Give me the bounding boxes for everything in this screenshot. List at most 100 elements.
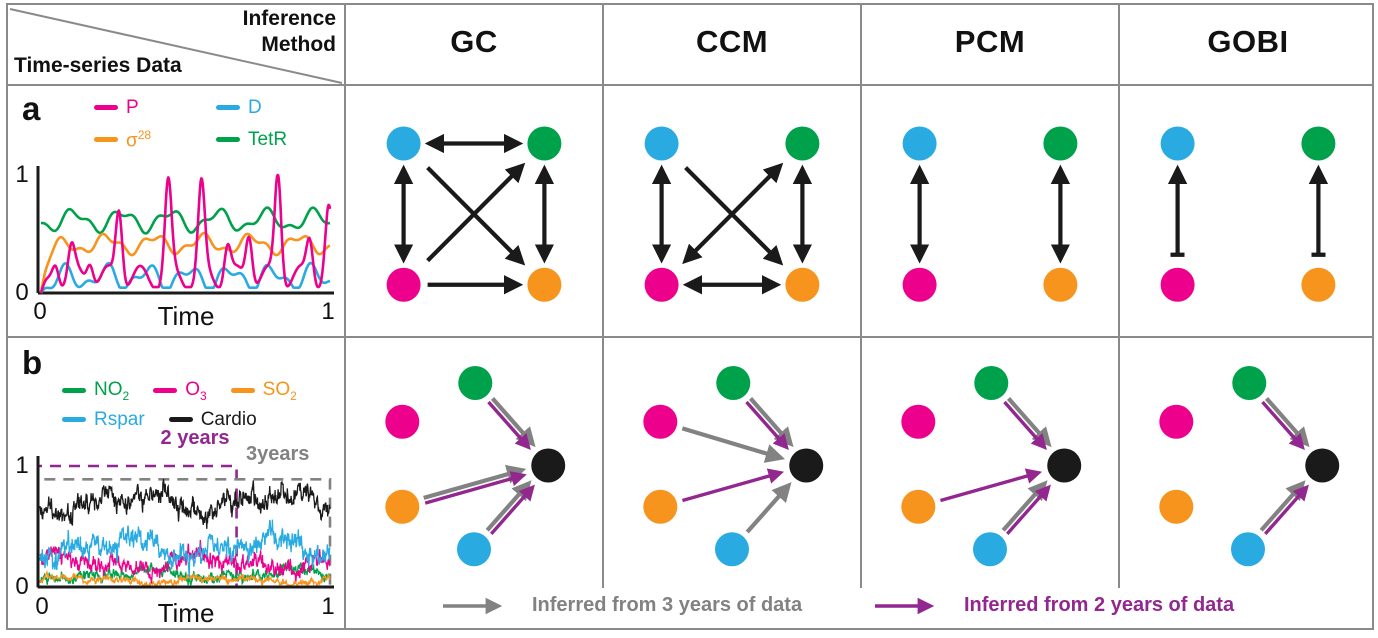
node-Cardio [531, 448, 566, 483]
series-green [40, 206, 331, 235]
legend-item-O: O3 [153, 379, 207, 403]
network-gobi-row-b [1159, 366, 1340, 567]
divider-horizontal-rows [6, 336, 1374, 338]
edge-D-s28 [684, 166, 784, 266]
node-s28 [1043, 267, 1078, 302]
node-D [1160, 126, 1195, 161]
legend-swatch-magenta [153, 388, 178, 394]
edge-Rspar-Cardio-purple [1264, 484, 1309, 535]
node-D [902, 126, 937, 161]
divider-vertical-2 [860, 3, 862, 588]
corner-label-time-series-data: Time-series Data [14, 54, 182, 77]
node-O3 [643, 404, 678, 439]
node-SO2 [1159, 489, 1194, 524]
footer-legend-2-years-label: Inferred from 2 years of data [964, 594, 1235, 616]
axis-label: 0 [15, 279, 28, 306]
legend-label: TetR [248, 129, 288, 151]
legend-label: P [126, 97, 139, 118]
edge-NO2-Cardio-gray [748, 397, 794, 448]
edge-NO2-Cardio-purple [487, 400, 531, 450]
axis-label: 0 [15, 573, 28, 600]
footer-legend-3-years: Inferred from 3 years of data [440, 594, 802, 617]
legend-item-TetR: TetR [216, 129, 287, 150]
footer-legend-3-years-label: Inferred from 3 years of data [532, 594, 803, 616]
window-three_years [36, 478, 332, 589]
node-Cardio [1305, 448, 1340, 483]
node-NO2 [974, 366, 1009, 400]
footer-legend-2-years: Inferred from 2 years of data [872, 594, 1234, 617]
edge-NO2-Cardio-gray [1006, 397, 1052, 448]
legend-item-SO: SO2 [230, 379, 297, 403]
axis-label: 1 [15, 161, 28, 188]
axis-label: Time [158, 598, 215, 628]
node-Rspar [973, 532, 1007, 567]
legend-item-Rspar: Rspar [62, 410, 145, 429]
purple-arrow-icon [875, 597, 935, 614]
legend-label: Rspar [94, 409, 145, 430]
method-header-pcm: PCM [954, 24, 1026, 59]
series-blue [39, 261, 331, 294]
edge-Rspar-Cardio-gray [485, 480, 532, 532]
node-TetR [1043, 126, 1078, 161]
divider-horizontal-header [6, 84, 1374, 86]
node-NO2 [1232, 366, 1267, 400]
edge-Rspar-Cardio-purple [1006, 484, 1051, 535]
node-D [386, 126, 421, 161]
legend-swatch-blue [62, 417, 86, 422]
edge-Rspar-Cardio-gray [1259, 480, 1306, 532]
series-magenta [39, 173, 332, 294]
legend-swatch-blue [216, 105, 240, 110]
edge-Rspar-Cardio-purple [490, 484, 535, 535]
node-SO2 [385, 489, 420, 524]
edge-NO2-Cardio-purple [1003, 400, 1047, 450]
axis-label: 1 [321, 593, 334, 620]
edge-NO2-Cardio-purple [745, 400, 789, 450]
method-header-gobi: GOBI [1207, 24, 1289, 59]
edge-SO2-Cardio-purple [681, 468, 785, 503]
legend-item-D: D [216, 98, 287, 117]
node-Rspar [715, 532, 749, 567]
series-black [39, 478, 331, 529]
node-s28 [785, 267, 820, 302]
divider-vertical-3 [1118, 3, 1120, 588]
legend-swatch-black [168, 417, 193, 422]
axis-label: 0 [33, 298, 46, 325]
edge-SO2-Cardio-gray [423, 464, 527, 500]
legend-swatch-green [62, 388, 86, 394]
corner-diagonal-line [9, 8, 343, 84]
legend-label: Cardio [200, 409, 257, 430]
corner-label-inference-method: Inference Method [242, 7, 336, 57]
node-TetR [527, 126, 562, 161]
legend-swatch-orange [94, 137, 118, 143]
network-pcm-row-b [901, 366, 1082, 567]
legend-label: O3 [185, 379, 207, 403]
panel-b-legend-row-1: NO2 O3 SO2 [62, 380, 297, 402]
legend-label: SO2 [262, 379, 297, 403]
axis-label: 0 [35, 593, 48, 620]
node-P [1160, 267, 1195, 302]
axis-label: Time [158, 301, 215, 331]
node-NO2 [716, 366, 751, 400]
node-s28 [527, 267, 562, 302]
node-P [644, 267, 679, 302]
node-TetR [1301, 126, 1336, 161]
node-TetR [785, 126, 820, 161]
gray-arrow-icon [443, 597, 503, 614]
legend-label: σ28 [126, 128, 152, 152]
node-s28 [1301, 267, 1336, 302]
legend-item-NO: NO2 [62, 380, 129, 402]
edge-SO2-Cardio-purple [424, 471, 527, 505]
node-SO2 [901, 489, 936, 524]
node-Cardio [1047, 448, 1082, 483]
footer-legend: Inferred from 3 years of data Inferred f… [346, 588, 1376, 628]
network-gc-row-a [386, 126, 562, 302]
edge-Rspar-Cardio-gray [1001, 480, 1048, 532]
node-SO2 [643, 489, 678, 524]
node-Cardio [789, 448, 824, 483]
edge-SO2-Cardio-purple [939, 468, 1043, 503]
panel-label-b: b [22, 344, 43, 381]
